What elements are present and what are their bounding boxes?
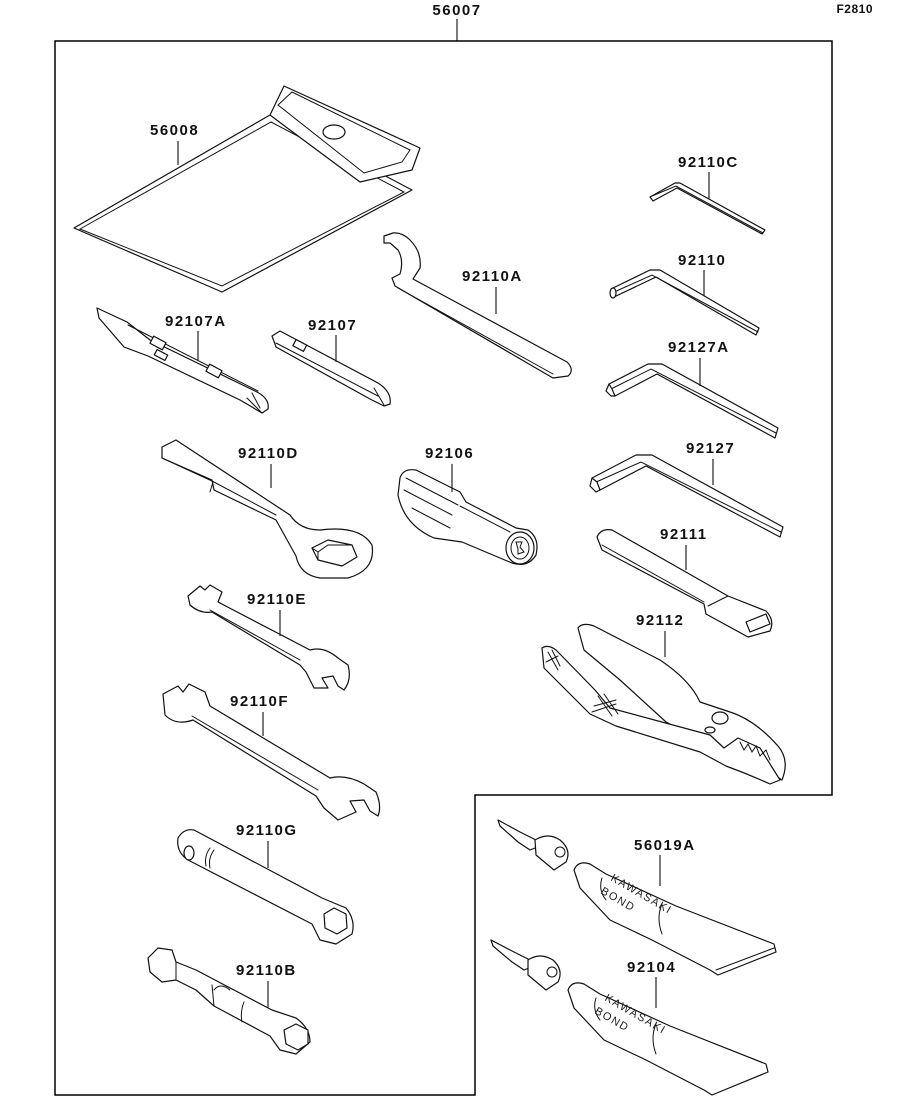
- spark-plug-wrench-drawing[interactable]: [147, 947, 311, 1055]
- part-label-92107A[interactable]: 92107A: [165, 313, 227, 330]
- part-label-92110[interactable]: 92110: [678, 252, 726, 269]
- hex-key-large-drawing[interactable]: [605, 363, 779, 439]
- pliers-drawing[interactable]: [541, 623, 786, 785]
- part-label-56019A[interactable]: 56019A: [634, 837, 696, 854]
- bond-tube-1-drawing[interactable]: KAWASAKI BOND: [497, 819, 777, 976]
- part-label-92112[interactable]: 92112: [636, 612, 684, 629]
- hex-key-small-drawing[interactable]: [649, 182, 766, 235]
- hex-key-extra-large-drawing[interactable]: [589, 454, 784, 538]
- open-end-wrench-small-drawing[interactable]: [187, 584, 350, 691]
- part-label-92110G[interactable]: 92110G: [236, 822, 298, 839]
- part-label-92110C[interactable]: 92110C: [678, 154, 739, 171]
- part-label-92110D[interactable]: 92110D: [238, 445, 299, 462]
- part-label-92110A[interactable]: 92110A: [462, 268, 523, 285]
- part-label-92110F[interactable]: 92110F: [230, 693, 289, 710]
- screwdriver-bit-drawing[interactable]: [271, 330, 391, 407]
- figure-id-label: F2810: [836, 2, 873, 16]
- box-end-wrench-drawing[interactable]: [161, 439, 374, 579]
- part-label-92110E[interactable]: 92110E: [247, 591, 307, 608]
- part-label-92127[interactable]: 92127: [686, 440, 735, 457]
- part-label-92110B[interactable]: 92110B: [236, 962, 297, 979]
- assembly-frame: [54, 40, 833, 1096]
- hex-key-medium-drawing[interactable]: [609, 269, 760, 336]
- screwdriver-bit-double-drawing[interactable]: [96, 307, 269, 414]
- hook-spanner-drawing[interactable]: [383, 232, 572, 379]
- screwdriver-grip-drawing[interactable]: [397, 469, 538, 565]
- assembly-part-label[interactable]: 56007: [432, 2, 481, 19]
- socket-wrench-drawing[interactable]: [177, 829, 354, 945]
- part-label-92106[interactable]: 92106: [425, 445, 474, 462]
- part-label-92127A[interactable]: 92127A: [668, 339, 730, 356]
- part-label-92104[interactable]: 92104: [627, 959, 676, 976]
- part-label-92111[interactable]: 92111: [660, 526, 708, 543]
- tool-case-drawing[interactable]: [73, 85, 421, 293]
- part-label-56008[interactable]: 56008: [150, 122, 199, 139]
- extension-bar-drawing[interactable]: [596, 529, 773, 638]
- part-label-92107[interactable]: 92107: [308, 317, 357, 334]
- open-end-wrench-large-drawing[interactable]: [162, 683, 381, 821]
